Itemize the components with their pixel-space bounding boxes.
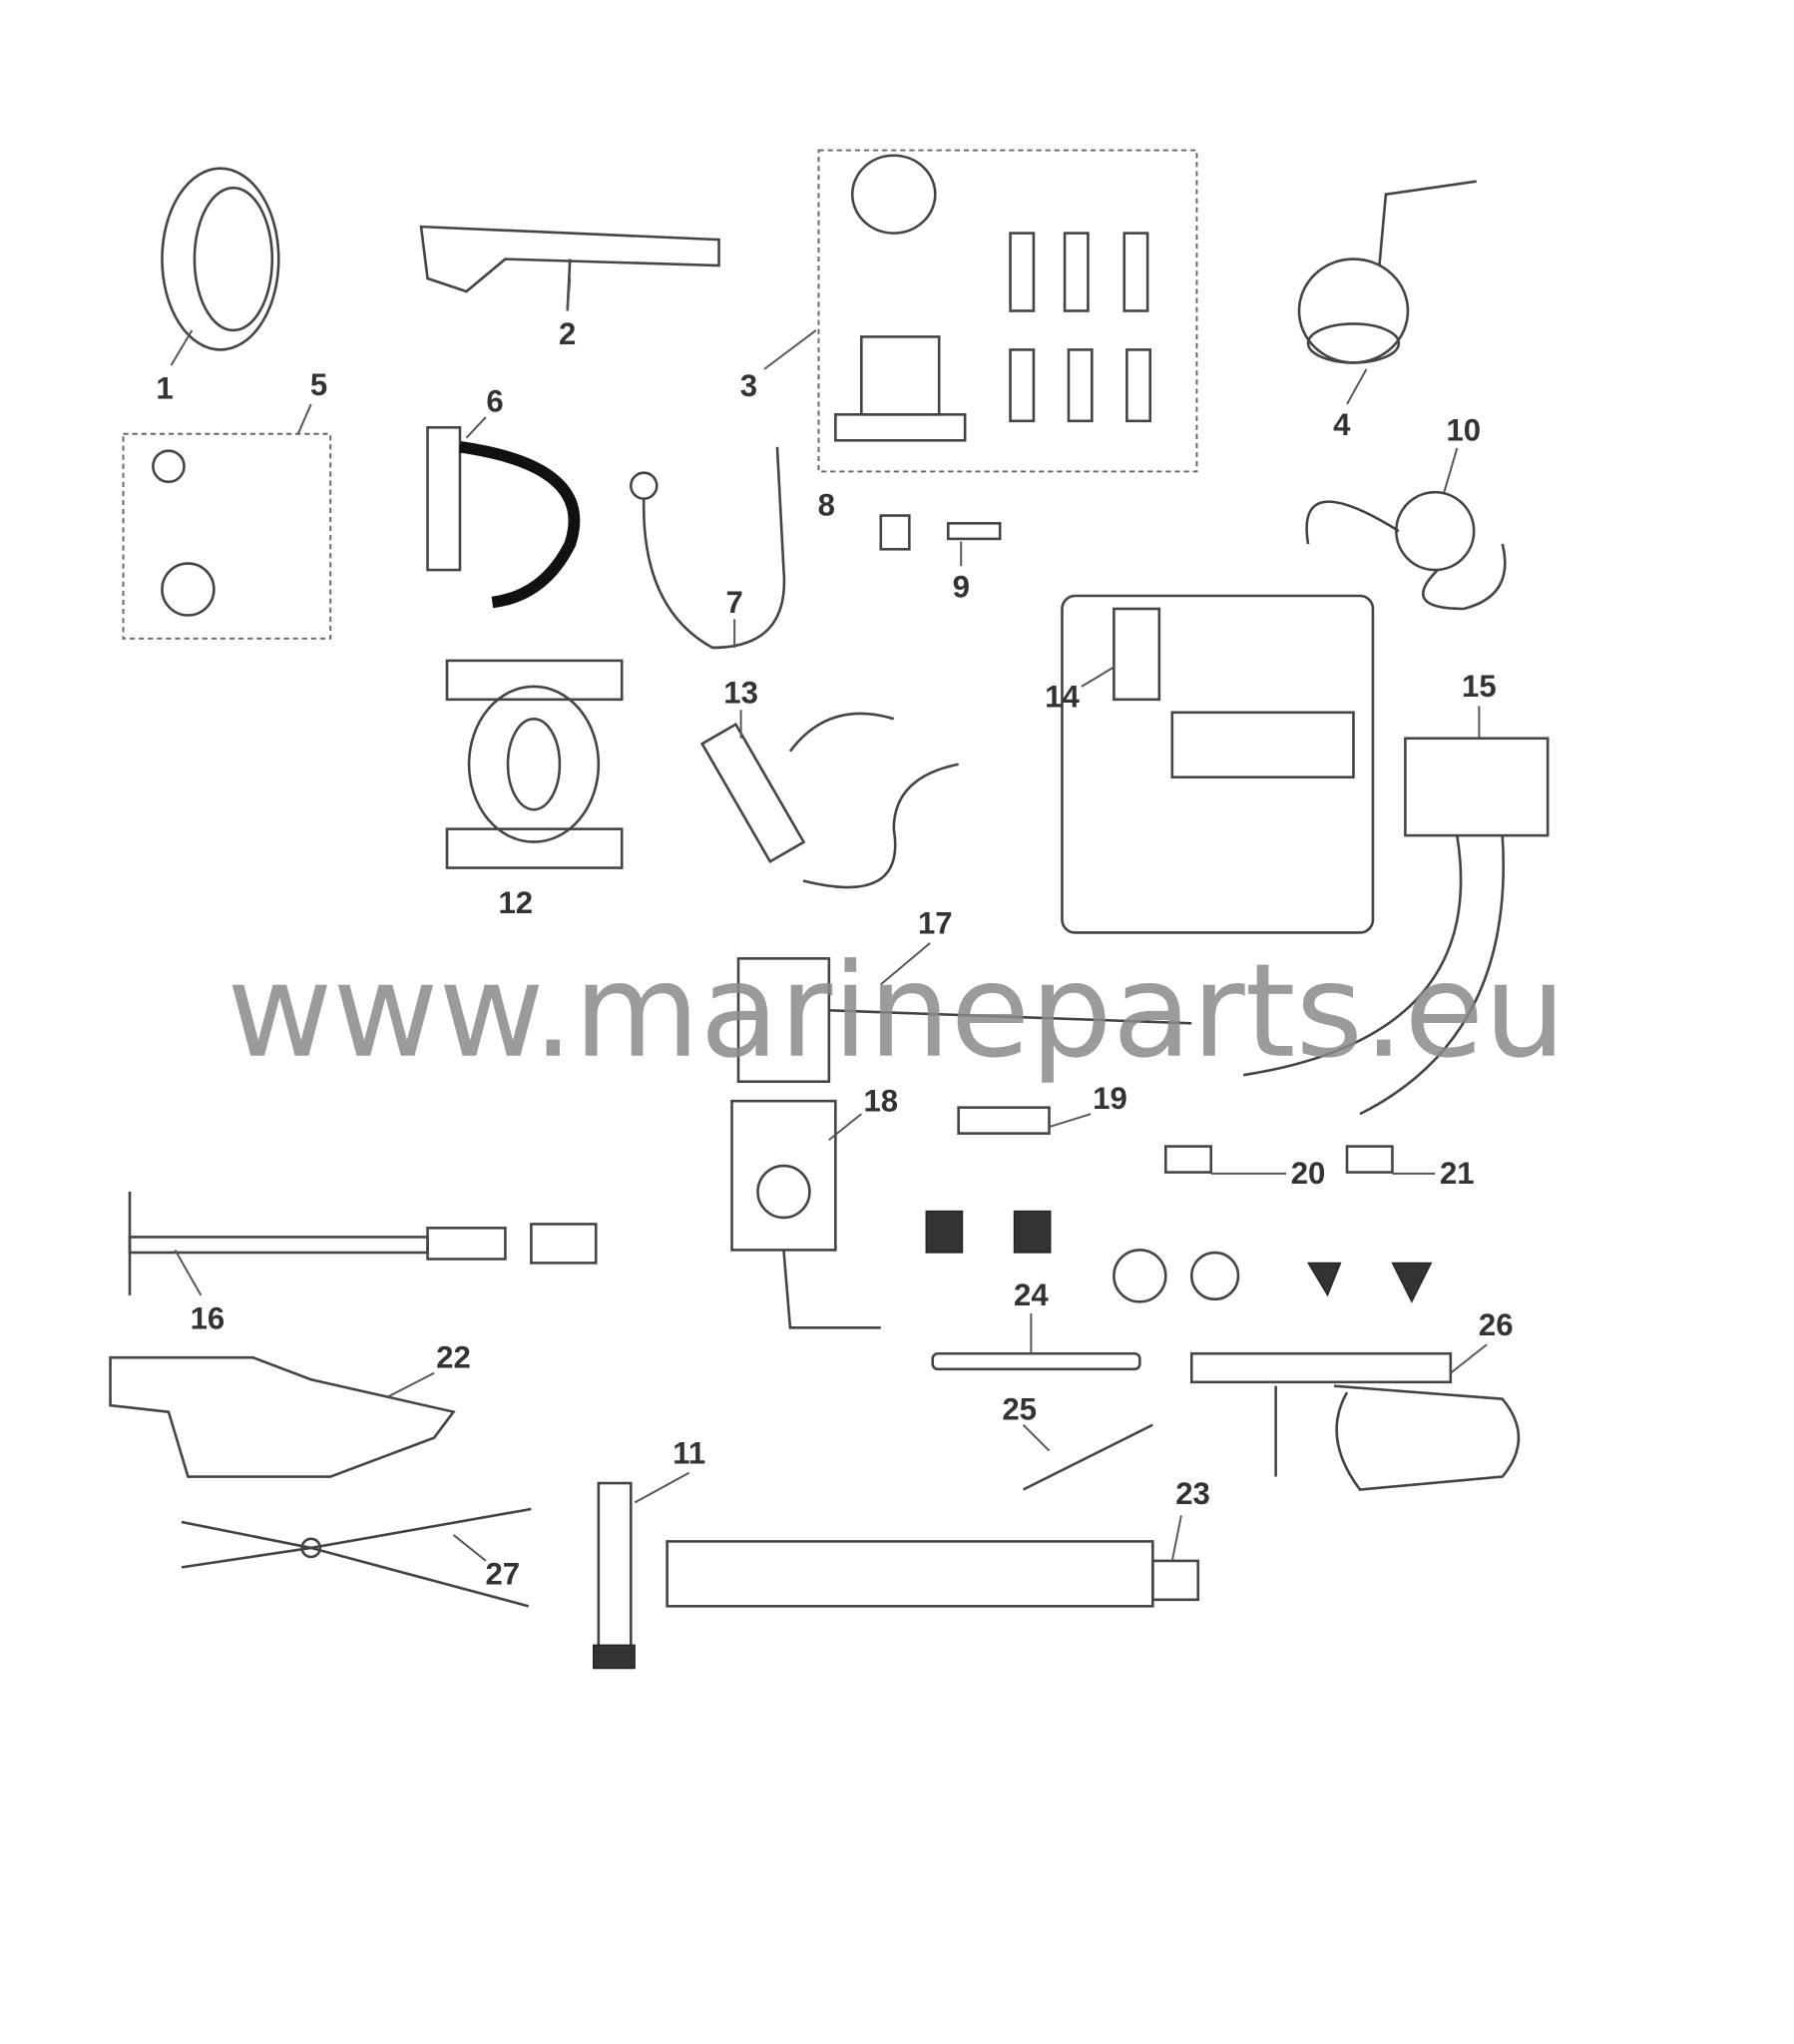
part-17-leads	[736, 957, 1192, 1083]
callout-21: 21	[1440, 1156, 1475, 1191]
callout-26: 26	[1479, 1307, 1514, 1342]
callout-6: 6	[486, 384, 503, 419]
part-18-multimeter	[730, 1099, 881, 1329]
part-15-breakout-box	[1242, 737, 1550, 1116]
part-27-pliers	[181, 1507, 532, 1608]
part-1-wheel	[161, 167, 280, 351]
callouts: 1 2 3 4 5 6 7 8 9 10 11 12 13 14 15 16 1…	[156, 316, 1513, 1591]
callout-24: 24	[1014, 1278, 1049, 1312]
part-20-harness	[1113, 1145, 1240, 1303]
callout-4: 4	[1333, 407, 1351, 442]
part-10-gauge	[1305, 490, 1507, 611]
callout-25: 25	[1002, 1391, 1037, 1426]
part-16-slide-hammer	[128, 1192, 598, 1295]
part-21-harness	[1306, 1145, 1433, 1303]
part-3-lifting-kit	[817, 149, 1198, 473]
callout-7: 7	[725, 585, 742, 620]
callout-1: 1	[156, 371, 173, 406]
callout-20: 20	[1291, 1156, 1326, 1191]
part-26-clamp	[1189, 1351, 1521, 1491]
part-19-harness	[925, 1106, 1052, 1254]
callout-16: 16	[191, 1301, 225, 1336]
callout-19: 19	[1093, 1081, 1127, 1116]
part-7-hose-gauge	[629, 446, 786, 650]
callout-5: 5	[310, 367, 327, 402]
callout-22: 22	[436, 1340, 471, 1375]
leader-lines	[170, 277, 1488, 1562]
callout-12: 12	[498, 885, 533, 920]
callout-10: 10	[1446, 412, 1481, 447]
part-22-template	[109, 1355, 456, 1478]
part-6-pump	[426, 425, 581, 609]
callout-15: 15	[1462, 669, 1497, 704]
callout-17: 17	[918, 906, 953, 941]
callout-9: 9	[953, 569, 970, 604]
callout-27: 27	[485, 1556, 520, 1591]
callout-8: 8	[818, 488, 835, 523]
watermark: www.marineparts.eu	[226, 936, 1566, 1087]
part-5-kit	[122, 432, 332, 640]
part-24	[931, 1351, 1141, 1371]
callout-3: 3	[740, 368, 757, 403]
part-9	[946, 522, 1002, 541]
callout-23: 23	[1175, 1476, 1210, 1511]
callout-2: 2	[559, 316, 576, 351]
part-12-puller	[445, 659, 624, 869]
part-4-gauge	[1297, 180, 1477, 364]
part-14-toolcase	[1061, 594, 1375, 934]
callout-18: 18	[863, 1084, 898, 1119]
callout-11: 11	[673, 1436, 705, 1471]
part-2-tool	[419, 225, 720, 311]
callout-13: 13	[723, 676, 758, 711]
callout-14: 14	[1045, 680, 1080, 715]
part-8	[879, 514, 911, 551]
part-11-handle	[593, 1481, 636, 1670]
part-25	[1022, 1423, 1153, 1491]
part-13-probe	[699, 712, 959, 889]
part-23-bar	[666, 1540, 1200, 1608]
